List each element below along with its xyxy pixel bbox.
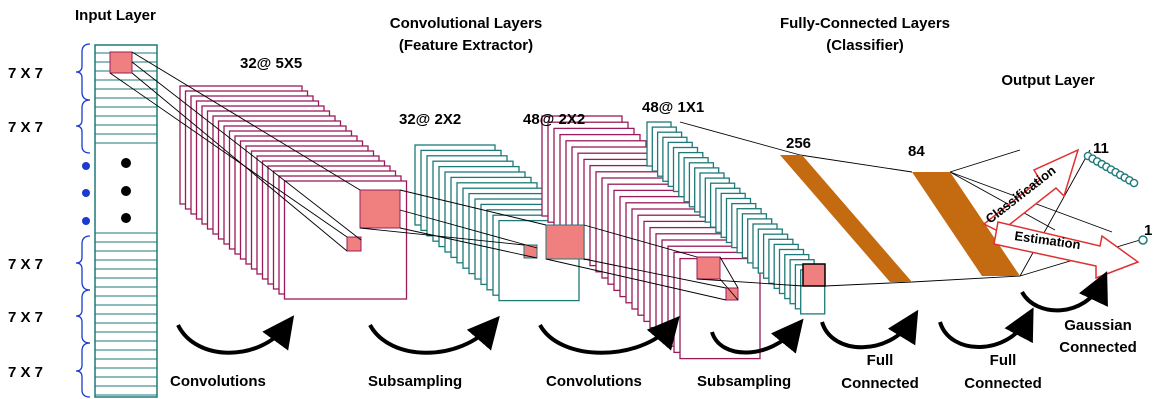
fc-layer-label: 256 <box>786 135 811 152</box>
output-nodes-classification <box>1083 151 1139 188</box>
receptive-field-pool1 <box>545 224 585 260</box>
op-label-connected: Connected <box>964 375 1042 392</box>
title-fc-layers: Fully-Connected Layers <box>780 15 950 32</box>
estimation-arrow <box>993 221 1140 280</box>
input-ellipsis-dot <box>121 213 131 223</box>
receptive-field-pool1-small <box>523 244 538 259</box>
output-label: 11 <box>1093 140 1109 157</box>
input-block-label: 7 X 7 <box>8 119 43 136</box>
input-ellipsis-dot <box>121 186 131 196</box>
input-ellipsis-dot <box>121 158 131 168</box>
feature-map-label: 32@ 2X2 <box>399 111 461 128</box>
feature-map-stack-conv2 <box>541 115 761 360</box>
op-label-convolutions: Convolutions <box>170 373 266 390</box>
op-label-convolutions: Convolutions <box>546 373 642 390</box>
brace-ellipsis-dot <box>82 162 90 170</box>
input-block-label: 7 X 7 <box>8 364 43 381</box>
feature-map-label: 48@ 1X1 <box>642 99 704 116</box>
feature-map-label: 32@ 5X5 <box>240 55 302 72</box>
input-block-label: 7 X 7 <box>8 65 43 82</box>
input-receptive-field <box>109 51 133 74</box>
fc-layer-84 <box>912 172 1020 276</box>
title-input-layer: Input Layer <box>75 7 156 24</box>
feature-map-stack-pool2 <box>646 121 826 315</box>
feature-map-plane <box>498 219 580 302</box>
op-label-subsampling: Subsampling <box>368 373 462 390</box>
feature-map-label: 48@ 2X2 <box>523 111 585 128</box>
projection-lines <box>109 51 1141 301</box>
fc-layer-label: 84 <box>908 143 925 160</box>
op-label-full: Full <box>867 352 894 369</box>
title-output-layer: Output Layer <box>1001 72 1095 89</box>
fc-layer-256 <box>780 155 912 282</box>
brace-ellipsis-dot <box>82 217 90 225</box>
input-rows <box>95 52 157 396</box>
receptive-field-conv2 <box>696 256 721 280</box>
op-label-connected: Connected <box>841 375 919 392</box>
title-conv-subtitle: (Feature Extractor) <box>399 37 533 54</box>
title-conv-layers: Convolutional Layers <box>390 15 543 32</box>
title-fc-subtitle: (Classifier) <box>826 37 904 54</box>
op-label-full: Full <box>990 352 1017 369</box>
brace-ellipsis-dot <box>82 189 90 197</box>
op-label-subsampling: Subsampling <box>697 373 791 390</box>
output-label: 1 <box>1144 222 1152 239</box>
feature-map-stack-pool1 <box>414 144 580 302</box>
input-layer <box>94 44 158 398</box>
input-block-label: 7 X 7 <box>8 256 43 273</box>
output-node-estimation <box>1138 235 1148 245</box>
receptive-field-conv1 <box>359 189 401 229</box>
operation-arrows <box>176 271 1108 355</box>
op-label-gaussian: Gaussian <box>1064 317 1132 334</box>
receptive-field-conv1-small <box>346 236 362 252</box>
op-label-connected: Connected <box>1059 339 1137 356</box>
feature-vector-node <box>802 263 826 287</box>
input-braces <box>75 43 91 398</box>
output-node <box>1129 178 1139 188</box>
input-block-label: 7 X 7 <box>8 309 43 326</box>
